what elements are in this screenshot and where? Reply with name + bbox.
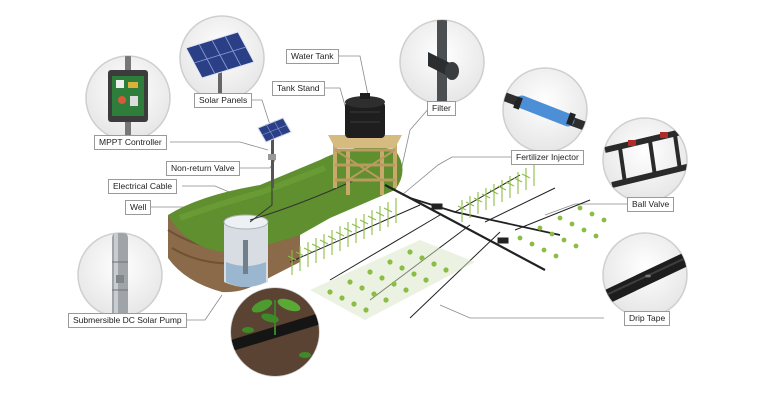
label-water-tank: Water Tank xyxy=(286,49,339,64)
seedling-field-right xyxy=(517,205,607,259)
label-non-return-valve: Non-return Valve xyxy=(166,161,240,176)
callout-drip-tape xyxy=(602,232,688,318)
label-ball-valve: Ball Valve xyxy=(627,197,675,212)
ground-island xyxy=(167,146,403,293)
label-electrical-cable: Electrical Cable xyxy=(108,179,178,194)
tall-crops-left xyxy=(287,198,397,275)
label-solar-panels: Solar Panels xyxy=(194,93,253,108)
label-filter: Filter xyxy=(427,101,456,116)
label-fertilizer-injector: Fertilizer Injector xyxy=(511,150,584,165)
callout-fertilizer-injector xyxy=(502,67,588,153)
solar-panel-pole xyxy=(257,117,292,188)
seedling-field-left xyxy=(310,240,475,320)
label-mppt-controller: MPPT Controller xyxy=(94,135,167,150)
tall-crops-right xyxy=(457,164,535,222)
callout-filter xyxy=(399,19,485,105)
callout-seedling-closeup xyxy=(230,287,320,377)
callout-submersible-pump xyxy=(77,232,163,318)
label-drip-tape: Drip Tape xyxy=(624,311,671,326)
label-tank-stand: Tank Stand xyxy=(272,81,325,96)
tank-and-stand xyxy=(328,93,402,195)
callout-mppt-controller xyxy=(85,55,171,141)
label-submersible-pump: Submersible DC Solar Pump xyxy=(68,313,187,328)
label-well: Well xyxy=(125,200,152,215)
callout-solar-panels xyxy=(179,15,265,101)
